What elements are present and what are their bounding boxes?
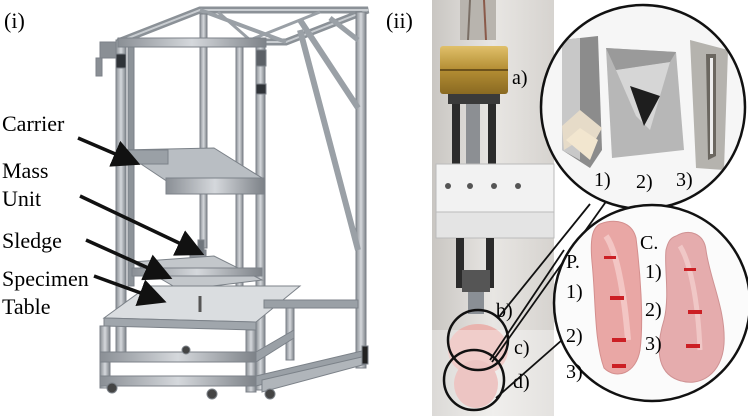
indenter-blade-icon	[690, 40, 728, 170]
indenter-label-3: 3)	[676, 169, 693, 191]
indenter-pyramid-icon	[606, 48, 684, 158]
arrow-carrier	[77, 136, 141, 167]
indenter-label-1: 1)	[594, 169, 611, 191]
focus-circle-specimen	[442, 348, 506, 412]
callout-specimen-table-line1: Specimen	[2, 266, 89, 291]
specimen-c-label-2: 2)	[645, 299, 662, 321]
zoom-specimens: P. C. 1) 2) 3) 1) 2) 3)	[552, 203, 748, 403]
photo-machine	[432, 0, 555, 416]
panel-ii-label: (ii)	[386, 8, 413, 33]
marker-c: c)	[514, 337, 530, 359]
marker-d: d)	[513, 371, 530, 393]
callout-specimen-table-line2: Table	[2, 294, 51, 319]
indenter-wedge-icon	[562, 36, 602, 168]
callout-mass-unit-line1: Mass	[2, 158, 48, 183]
arrow-sledge	[85, 238, 173, 281]
specimen-p-label-1: 1)	[566, 281, 583, 303]
specimen-p-icon	[590, 220, 643, 375]
callout-mass-unit-line2: Unit	[2, 186, 41, 211]
panel-i: (i)	[2, 6, 370, 400]
zoom-indenters: 1) 2) 3)	[539, 3, 747, 211]
arrow-specimen-table	[93, 274, 167, 306]
indenter-label-2: 2)	[636, 171, 653, 193]
specimen-c-title: C.	[640, 232, 658, 254]
marker-a: a)	[512, 67, 528, 89]
specimen-p-label-2: 2)	[566, 325, 583, 347]
arrow-mass-unit	[79, 194, 205, 256]
zoom-connectors	[489, 195, 611, 399]
callout-sledge: Sledge	[2, 228, 62, 253]
panel-i-label: (i)	[4, 8, 25, 33]
specimen-c-label-3: 3)	[645, 333, 662, 355]
specimen-p-title: P.	[566, 251, 580, 273]
specimen-c-icon	[658, 232, 725, 383]
specimen-c-label-1: 1)	[645, 261, 662, 283]
panel-ii: (ii)	[386, 0, 748, 416]
callout-arrows	[77, 136, 205, 306]
callout-carrier: Carrier	[2, 111, 65, 136]
testing-rig-frame	[95, 6, 370, 400]
specimen-p-label-3: 3)	[566, 361, 583, 383]
